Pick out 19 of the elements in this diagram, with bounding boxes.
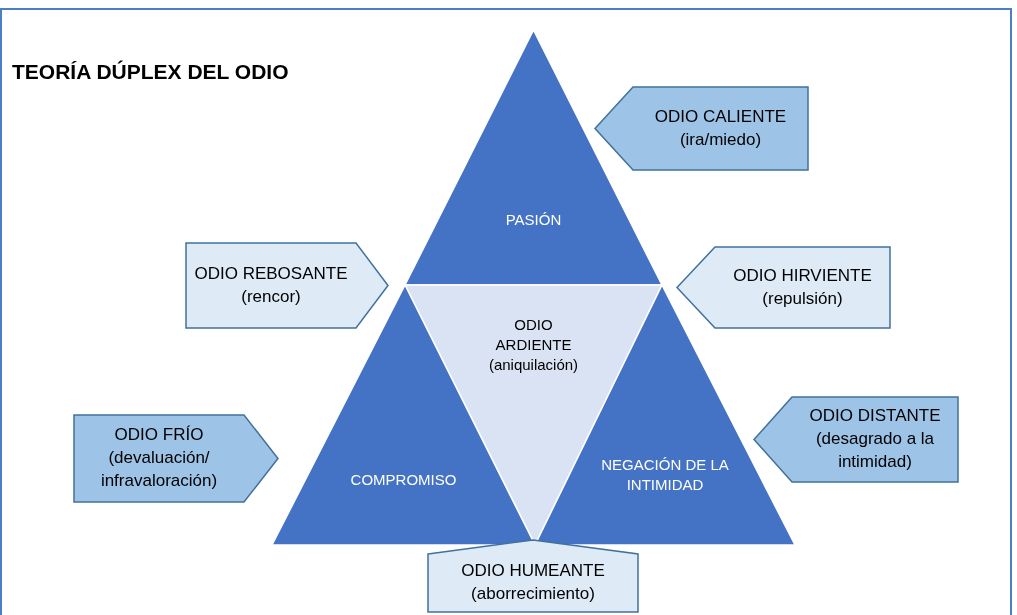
- callout-heading: ODIO HIRVIENTE: [733, 264, 872, 287]
- triangle-label: PASIÓN: [505, 209, 562, 230]
- triangle-label: COMPROMISO: [350, 469, 457, 490]
- callout-description: (rencor): [241, 285, 301, 308]
- callout-heading: ODIO DISTANTE: [809, 405, 941, 428]
- triangle-label: NEGACIÓN DE LA INTIMIDAD: [600, 454, 730, 495]
- callout-heading: ODIO HUMEANTE: [461, 560, 605, 583]
- callout-description: (repulsión): [762, 287, 843, 310]
- callout-description: (aborrecimiento): [471, 583, 595, 605]
- triangle-label: ODIO: [514, 314, 553, 335]
- callout-heading: ODIO REBOSANTE: [194, 262, 348, 285]
- callout-description: (devaluación/ infravaloración): [99, 447, 219, 492]
- callout-description: (desagrado a la intimidad): [814, 428, 936, 473]
- callout-heading: ODIO CALIENTE: [654, 105, 787, 128]
- callout-heading: ODIO FRÍO: [114, 424, 204, 447]
- triangle-label: ARDIENTE: [495, 334, 572, 355]
- diagram-title: TEORÍA DÚPLEX DEL ODIO: [12, 60, 289, 84]
- triangle-label: (aniquilación): [488, 355, 579, 376]
- callout-description: (ira/miedo): [679, 128, 762, 151]
